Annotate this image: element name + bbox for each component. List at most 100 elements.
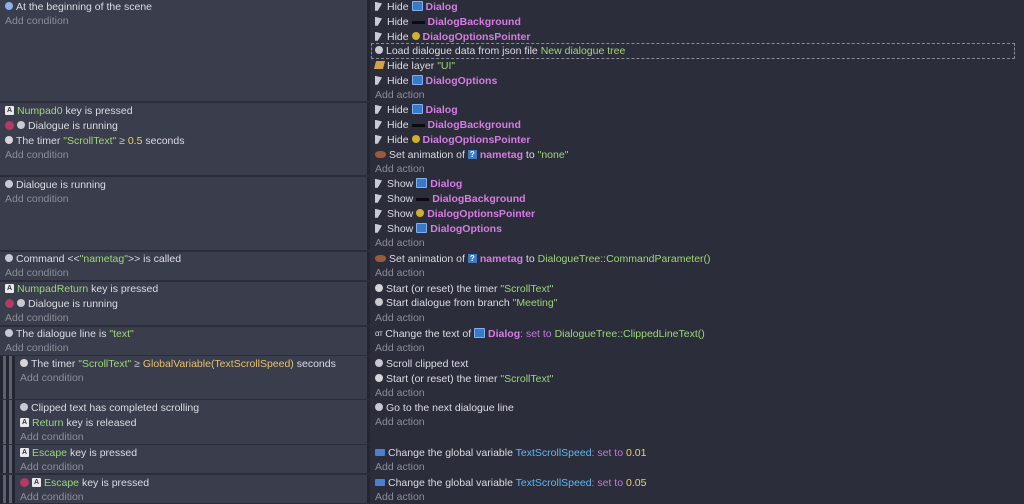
- object-name[interactable]: Dialog: [488, 328, 521, 340]
- add-action-link[interactable]: Add action: [375, 267, 425, 279]
- add-action-link[interactable]: Add action: [375, 312, 425, 324]
- actions-panel[interactable]: Show Dialog Show DialogBackground Show D…: [370, 177, 1016, 250]
- actions-panel[interactable]: Hide Dialog Hide DialogBackground Hide D…: [370, 103, 1016, 175]
- action-value[interactable]: New dialogue tree: [540, 45, 626, 57]
- actions-panel[interactable]: Scroll clipped text Start (or reset) the…: [370, 356, 1016, 399]
- add-condition-link[interactable]: Add condition: [5, 312, 69, 324]
- condition-number[interactable]: 0.5: [127, 135, 143, 147]
- actions-panel[interactable]: Hide Dialog Hide DialogBackground Hide D…: [370, 0, 1016, 101]
- condition-text: key is pressed: [91, 283, 159, 295]
- add-condition-link[interactable]: Add condition: [20, 431, 84, 443]
- add-condition-link[interactable]: Add condition: [20, 461, 84, 473]
- add-action-link[interactable]: Add action: [375, 163, 425, 175]
- event-block[interactable]: The dialogue line is "text" Add conditio…: [0, 327, 1016, 355]
- condition-text: The timer: [16, 135, 61, 147]
- add-action-link[interactable]: Add action: [375, 416, 425, 428]
- key-name[interactable]: Escape: [44, 477, 80, 489]
- condition-value[interactable]: "nametag": [79, 253, 128, 265]
- conditions-panel[interactable]: The timer "ScrollText" ≥ GlobalVariable(…: [15, 356, 367, 399]
- object-name[interactable]: Dialog: [425, 1, 458, 13]
- object-name[interactable]: nametag: [479, 149, 523, 161]
- add-condition-link[interactable]: Add condition: [5, 149, 69, 161]
- event-block[interactable]: At the beginning of the scene Add condit…: [0, 0, 1016, 101]
- scene-start-icon: [5, 2, 13, 11]
- actions-panel[interactable]: Set animation of ?nametag to DialogueTre…: [370, 252, 1016, 280]
- actions-panel[interactable]: Change the global variable TextScrollSpe…: [370, 445, 1016, 473]
- object-name[interactable]: DialogOptionsPointer: [422, 134, 531, 146]
- variable-name[interactable]: TextScrollSpeed: [515, 447, 592, 459]
- object-name[interactable]: nametag: [479, 253, 523, 265]
- action-value[interactable]: "UI": [437, 60, 456, 72]
- sub-event-indent: [3, 356, 6, 399]
- add-condition-link[interactable]: Add condition: [5, 342, 69, 354]
- add-condition-link[interactable]: Add condition: [5, 267, 69, 279]
- object-name[interactable]: DialogBackground: [427, 16, 521, 28]
- add-condition-link[interactable]: Add condition: [5, 15, 69, 27]
- object-name[interactable]: DialogOptions: [430, 223, 502, 235]
- actions-panel[interactable]: Change the global variable TextScrollSpe…: [370, 475, 1016, 503]
- action-value[interactable]: "Meeting": [512, 297, 558, 309]
- action-number[interactable]: 0.01: [625, 447, 647, 459]
- sub-event-block[interactable]: The timer "ScrollText" ≥ GlobalVariable(…: [0, 356, 1016, 399]
- condition-expression[interactable]: GlobalVariable(TextScrollSpeed): [142, 358, 294, 370]
- action-value[interactable]: DialogueTree::CommandParameter(): [537, 253, 711, 265]
- keyboard-icon: A: [5, 283, 14, 293]
- hide-icon: [375, 1, 382, 11]
- object-name[interactable]: DialogOptions: [425, 75, 498, 87]
- actions-panel[interactable]: Go to the next dialogue line Add action: [370, 400, 1016, 444]
- object-name[interactable]: DialogBackground: [432, 193, 526, 205]
- add-action-link[interactable]: Add action: [375, 237, 425, 249]
- action-value[interactable]: "none": [537, 149, 569, 161]
- action-value[interactable]: "ScrollText": [500, 283, 554, 295]
- object-name[interactable]: DialogBackground: [427, 119, 521, 131]
- add-action-link[interactable]: Add action: [375, 491, 425, 503]
- key-name[interactable]: NumpadReturn: [17, 283, 89, 295]
- variable-name[interactable]: TextScrollSpeed: [515, 477, 592, 489]
- object-name[interactable]: DialogOptionsPointer: [422, 31, 531, 43]
- conditions-panel[interactable]: At the beginning of the scene Add condit…: [0, 0, 367, 101]
- condition-value[interactable]: "ScrollText": [78, 358, 132, 370]
- action-text: Start dialogue from branch: [386, 297, 510, 309]
- conditions-panel[interactable]: Dialogue is running Add condition: [0, 177, 367, 250]
- timer-icon: [5, 136, 13, 145]
- object-name[interactable]: Dialog: [430, 178, 463, 190]
- condition-value[interactable]: "ScrollText": [63, 135, 117, 147]
- conditions-panel[interactable]: The dialogue line is "text" Add conditio…: [0, 327, 367, 355]
- action-verb: Hide: [387, 104, 409, 116]
- hide-icon: [375, 16, 382, 26]
- add-condition-link[interactable]: Add condition: [20, 491, 84, 503]
- add-condition-link[interactable]: Add condition: [5, 193, 69, 205]
- actions-panel[interactable]: Start (or reset) the timer "ScrollText" …: [370, 282, 1016, 325]
- conditions-panel[interactable]: Command <<"nametag">> is called Add cond…: [0, 252, 367, 280]
- event-block[interactable]: Command <<"nametag">> is called Add cond…: [0, 252, 1016, 280]
- event-block[interactable]: Dialogue is running Add condition Show D…: [0, 177, 1016, 250]
- object-name[interactable]: DialogOptionsPointer: [427, 208, 536, 220]
- add-action-link[interactable]: Add action: [375, 387, 425, 399]
- nametag-object-icon: ?: [467, 149, 477, 159]
- object-name[interactable]: Dialog: [425, 104, 458, 116]
- add-action-link[interactable]: Add action: [375, 89, 425, 101]
- add-action-link[interactable]: Add action: [375, 461, 425, 473]
- key-name[interactable]: Numpad0: [17, 105, 63, 117]
- add-action-link[interactable]: Add action: [375, 342, 425, 354]
- key-name[interactable]: Escape: [32, 447, 68, 459]
- action-value[interactable]: "ScrollText": [500, 373, 554, 385]
- action-value[interactable]: DialogueTree::ClippedLineText(): [554, 328, 705, 340]
- add-condition-link[interactable]: Add condition: [20, 372, 84, 384]
- action-text: : set to: [591, 477, 624, 489]
- condition-text: Dialogue is running: [16, 179, 106, 191]
- key-name[interactable]: Return: [32, 417, 64, 429]
- condition-value[interactable]: "text": [109, 328, 134, 340]
- action-number[interactable]: 0.05: [625, 477, 647, 489]
